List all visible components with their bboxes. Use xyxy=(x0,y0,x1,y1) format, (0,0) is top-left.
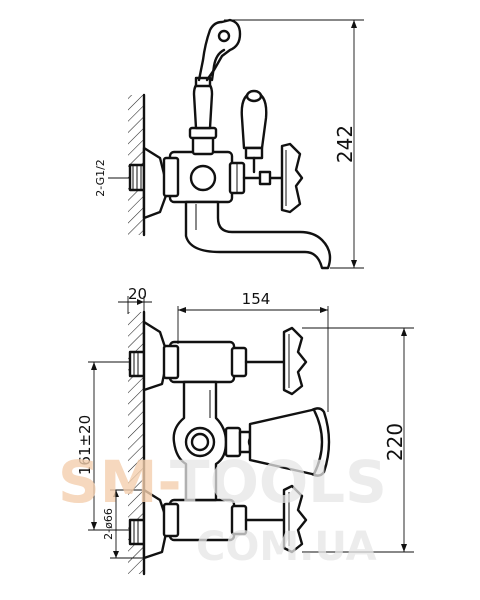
watermark: SM- TOOLS COM.UA xyxy=(58,448,387,570)
nut-left-top xyxy=(162,156,180,198)
dim-height-front: 220 xyxy=(383,423,407,461)
spout-front xyxy=(248,407,331,477)
inlet-lower-bottom xyxy=(128,488,170,560)
cross-handle-upper xyxy=(282,326,308,396)
dimension-thread: 2-G1/2 xyxy=(94,159,130,197)
front-view xyxy=(128,310,331,576)
dimension-eccentric: 2-ø66 xyxy=(102,489,144,559)
diverter-ring-top xyxy=(189,164,217,192)
dimension-242: 242 xyxy=(224,19,364,269)
spout xyxy=(184,200,332,270)
dimension-20: 20 xyxy=(118,285,152,314)
watermark-brand-tools: TOOLS xyxy=(170,448,387,516)
inlet-connector-top xyxy=(128,163,146,192)
dim-height-total: 242 xyxy=(333,125,357,163)
side-view xyxy=(128,18,332,270)
dim-eccentric-diameter: 2-ø66 xyxy=(102,508,115,540)
dimension-154: 154 xyxy=(177,290,329,412)
shower-hook xyxy=(197,18,242,82)
watermark-domain: COM.UA xyxy=(196,524,377,570)
cross-handle-top xyxy=(280,142,304,214)
dim-width-overall: 154 xyxy=(242,290,271,308)
watermark-brand-sm: SM- xyxy=(58,448,182,516)
dim-center-distance: 161±20 xyxy=(76,415,94,475)
lever-handle-top xyxy=(240,89,268,174)
dim-wall-offset: 20 xyxy=(128,285,147,303)
inlet-upper-bottom xyxy=(128,320,170,392)
dim-inlet-thread: 2-G1/2 xyxy=(94,159,107,197)
dimension-161: 161±20 xyxy=(76,361,130,531)
wall-rosette-top xyxy=(142,146,170,220)
dimension-220: 220 xyxy=(302,327,414,553)
